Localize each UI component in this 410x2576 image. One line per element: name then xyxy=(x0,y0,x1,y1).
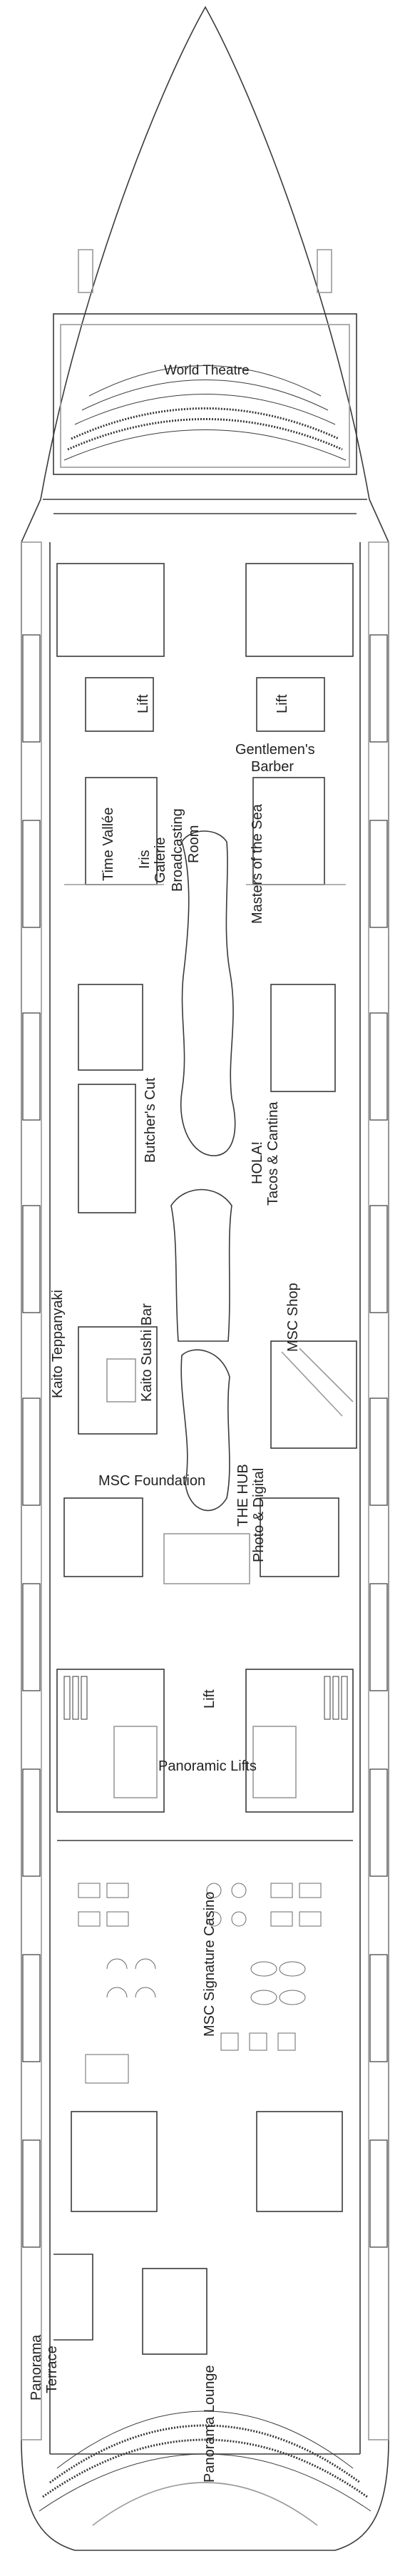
label-hola-2: Tacos & Cantina xyxy=(265,1101,281,1206)
label-msc-shop: MSC Shop xyxy=(285,1283,301,1352)
atrium-void xyxy=(180,830,236,1156)
label-hola-1: HOLA! xyxy=(250,1141,265,1184)
label-lift-fwd-stbd: Lift xyxy=(275,694,290,713)
label-msc-foundation: MSC Foundation xyxy=(98,1473,206,1489)
label-the-hub-2: Photo & Digital xyxy=(251,1467,267,1562)
label-msc-signature-casino: MSC Signature Casino xyxy=(202,1891,217,2037)
label-kaito-teppanyaki: Kaito Teppanyaki xyxy=(50,1290,66,1398)
label-lift-fwd-port: Lift xyxy=(135,694,151,713)
label-lift-aft: Lift xyxy=(202,1689,217,1709)
hull-outline xyxy=(21,6,389,2551)
label-iris-galerie-2: Galerie xyxy=(153,837,168,883)
label-kaito-sushi-bar: Kaito Sushi Bar xyxy=(139,1303,155,1402)
label-masters-of-the-sea: Masters of the Sea xyxy=(250,804,265,924)
theatre-seating xyxy=(88,365,322,397)
label-iris-galerie-1: Iris xyxy=(137,850,153,869)
label-time-vallee: Time Vallée xyxy=(101,807,116,881)
label-broadcasting-room-2: Room xyxy=(186,825,202,863)
label-panoramic-lifts: Panoramic Lifts xyxy=(158,1758,257,1774)
label-panorama-terrace-1: Panorama xyxy=(29,2334,44,2401)
label-gentlemens-barber-1: Gentlemen's xyxy=(235,742,315,758)
label-the-hub-1: THE HUB xyxy=(235,1464,251,1527)
label-panorama-terrace-2: Terrace xyxy=(44,2346,60,2393)
label-gentlemens-barber-2: Barber xyxy=(251,759,294,775)
aft-seating xyxy=(56,2410,354,2469)
label-world-theatre: World Theatre xyxy=(164,363,250,378)
label-broadcasting-room-1: Broadcasting xyxy=(170,808,185,892)
label-butchers-cut: Butcher's Cut xyxy=(143,1077,158,1163)
label-panorama-lounge: Panorama Lounge xyxy=(202,2365,217,2483)
